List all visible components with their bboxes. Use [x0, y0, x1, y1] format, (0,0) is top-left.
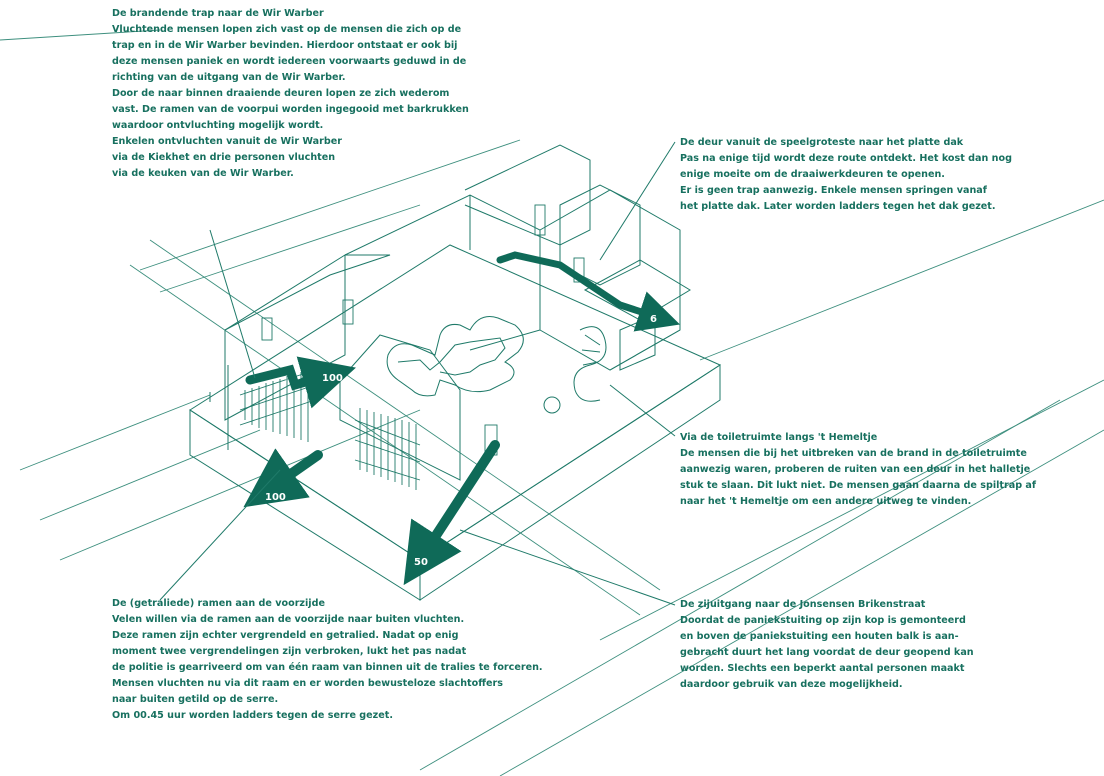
street-line	[40, 430, 260, 520]
note-toilet-route: Via de toiletruimte langs 't Hemeltje De…	[680, 430, 1036, 510]
note-title: De (getraliede) ramen aan de voorzijde	[112, 596, 543, 612]
note-line: worden. Slechts een beperkt aantal perso…	[680, 661, 974, 677]
route-stair	[250, 370, 330, 385]
note-line: aanwezig waren, proberen de ruiten van e…	[680, 462, 1036, 478]
street-line	[700, 200, 1104, 360]
note-line: richting van de uitgang van de Wir Warbe…	[112, 70, 469, 86]
route-side	[420, 445, 495, 560]
leader-toilet	[610, 385, 675, 436]
note-burning-stair: De brandende trap naar de Wir Warber Vlu…	[112, 6, 469, 182]
base-front	[190, 410, 420, 600]
note-line: naar het 't Hemeltje om een andere uitwe…	[680, 494, 1036, 510]
note-line: stuk te slaan. Dit lukt niet. De mensen …	[680, 478, 1036, 494]
flow-label-front: 100	[265, 492, 286, 503]
round-table	[544, 397, 560, 413]
flow-label-roof: 6	[650, 314, 657, 325]
note-line: via de keuken van de Wir Warber.	[112, 166, 469, 182]
gable	[340, 335, 460, 480]
note-line: Om 00.45 uur worden ladders tegen de ser…	[112, 708, 543, 724]
bar-inner	[398, 338, 505, 375]
escape-routes	[250, 255, 660, 560]
note-line: waardoor ontvluchting mogelijk wordt.	[112, 118, 469, 134]
note-line: De mensen die bij het uitbreken van de b…	[680, 446, 1036, 462]
note-line: gebracht duurt het lang voordat de deur …	[680, 645, 974, 661]
note-line: Deze ramen zijn echter vergrendeld en ge…	[112, 628, 543, 644]
leader-door	[600, 142, 675, 260]
serre-bars	[355, 408, 420, 490]
note-line: de politie is gearriveerd om van één raa…	[112, 660, 543, 676]
note-line: Door de naar binnen draaiende deuren lop…	[112, 86, 469, 102]
leader-stair	[210, 230, 255, 378]
note-side-exit: De zijuitgang naar de Jonsensen Brikenst…	[680, 597, 974, 693]
flow-label-side: 50	[414, 557, 428, 568]
note-line: Velen willen via de ramen aan de voorzij…	[112, 612, 543, 628]
note-line: vast. De ramen van de voorpui worden ing…	[112, 102, 469, 118]
note-line: Pas na enige tijd wordt deze route ontde…	[680, 151, 1012, 167]
route-roof	[500, 255, 660, 318]
note-line: deze mensen paniek en wordt iedereen voo…	[112, 54, 469, 70]
upper-roof-left	[225, 255, 390, 330]
note-line: naar buiten getild op de serre.	[112, 692, 543, 708]
note-line: daardoor gebruik van deze mogelijkheid.	[680, 677, 974, 693]
route-front	[268, 455, 318, 490]
note-line: Er is geen trap aanwezig. Enkele mensen …	[680, 183, 1012, 199]
note-roof-door: De deur vanuit de speelgroteste naar het…	[680, 135, 1012, 215]
note-line: Mensen vluchten nu via dit raam en er wo…	[112, 676, 543, 692]
leader-lines	[160, 142, 675, 605]
interior-bar	[387, 317, 606, 414]
street-line	[150, 240, 660, 590]
note-line: Vluchtende mensen lopen zich vast op de …	[112, 22, 469, 38]
note-title: De zijuitgang naar de Jonsensen Brikenst…	[680, 597, 974, 613]
note-title: De deur vanuit de speelgroteste naar het…	[680, 135, 1012, 151]
street-line	[160, 205, 420, 292]
flow-label-stair: 100	[322, 373, 343, 384]
tower	[465, 145, 590, 245]
leader-side	[460, 530, 675, 605]
spiral-stair	[574, 327, 606, 402]
note-title: Via de toiletruimte langs 't Hemeltje	[680, 430, 1036, 446]
note-line: Enkelen ontvluchten vanuit de Wir Warber	[112, 134, 469, 150]
note-front-windows: De (getraliede) ramen aan de voorzijde V…	[112, 596, 543, 724]
street-line	[20, 395, 210, 470]
note-line: Doordat de paniekstuiting op zijn kop is…	[680, 613, 974, 629]
upper-back	[470, 190, 680, 370]
window	[262, 318, 272, 340]
note-line: het platte dak. Later worden ladders teg…	[680, 199, 1012, 215]
leader-windows	[160, 470, 280, 600]
note-line: enige moeite om de draaiwerkdeuren te op…	[680, 167, 1012, 183]
note-line: trap en in de Wir Warber bevinden. Hierd…	[112, 38, 469, 54]
note-line: en boven de paniekstuiting een houten ba…	[680, 629, 974, 645]
upper-right	[540, 330, 680, 370]
note-line: via de Kiekhet en drie personen vluchten	[112, 150, 469, 166]
note-line: moment twee vergrendelingen zijn verbrok…	[112, 644, 543, 660]
street-line	[130, 265, 640, 615]
building-base	[190, 245, 720, 600]
note-title: De brandende trap naar de Wir Warber	[112, 6, 469, 22]
